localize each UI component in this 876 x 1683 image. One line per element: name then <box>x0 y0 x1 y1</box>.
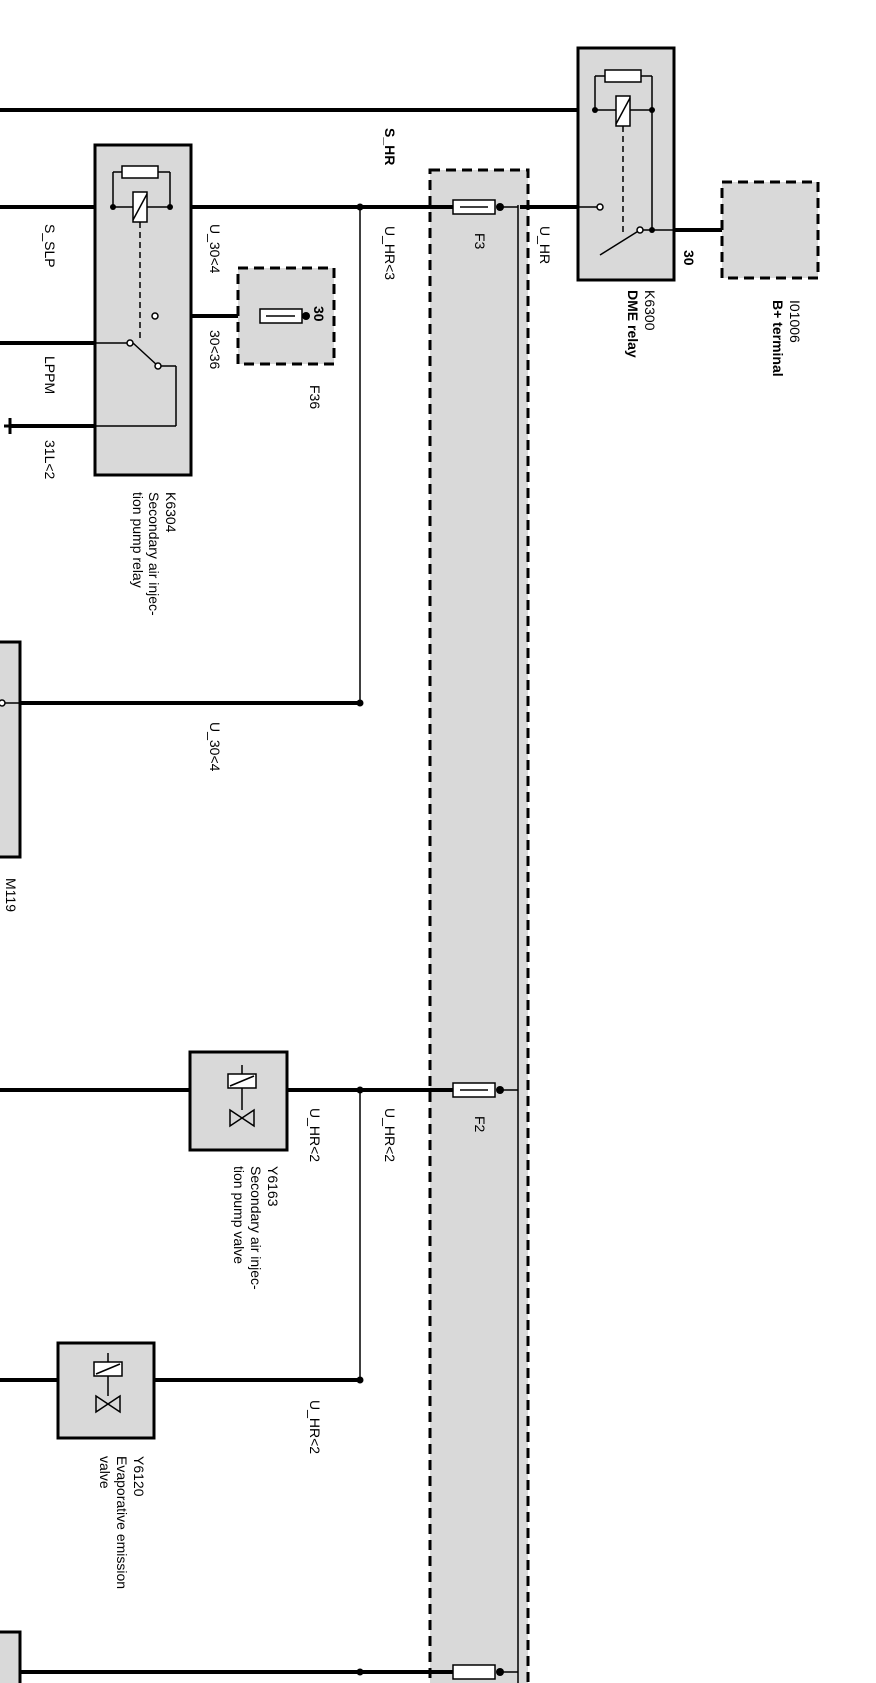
label-u-30-lt4-a: U_30<4 <box>207 224 223 274</box>
m119-id: M119 <box>3 878 19 912</box>
y6163-id: Y6163 <box>265 1166 281 1207</box>
y6120-name-1: Evaporative emission <box>114 1456 130 1589</box>
label-u-hr-lt2-c: U_HR<2 <box>307 1400 323 1454</box>
label-u-30-lt4-b: U_30<4 <box>207 722 223 772</box>
fuse-f36 <box>236 266 336 366</box>
f36-pin: 30 <box>311 306 327 322</box>
k6300-id: K6300 <box>642 290 658 331</box>
label-u-hr-lt3: U_HR<3 <box>382 226 398 280</box>
k6304-id: K6304 <box>163 492 179 533</box>
label-s-slp: S_SLP <box>42 224 58 268</box>
fuse-carrier <box>428 168 530 1683</box>
label-u-hr-lt2-a: U_HR<2 <box>307 1108 323 1162</box>
label-f3: F3 <box>472 233 488 250</box>
label-s-hr: S_HR <box>382 128 398 165</box>
f36-label: F36 <box>307 385 323 409</box>
valve-y6120 <box>56 1341 156 1440</box>
i01006-name: B+ terminal <box>770 300 786 377</box>
component-m119 <box>0 640 22 859</box>
y6163-name-1: Secondary air injec- <box>248 1166 264 1290</box>
label-u-hr-lt2-b: U_HR<2 <box>382 1108 398 1162</box>
relay-k6300 <box>576 46 676 282</box>
y6120-id: Y6120 <box>131 1456 147 1497</box>
component-bottom-partial <box>0 1630 22 1683</box>
label-u-hr-k6300: U_HR <box>537 226 553 264</box>
k6300-pin-30: 30 <box>681 250 697 266</box>
y6120-name-2: valve <box>97 1456 113 1489</box>
b-plus-terminal <box>720 180 820 280</box>
i01006-id: I01006 <box>787 300 803 343</box>
y6163-name-2: tion pump valve <box>231 1166 247 1264</box>
k6304-name-2: tion pump relay <box>130 492 146 588</box>
label-31l-lt2: 31L<2 <box>42 440 58 480</box>
label-30-lt36: 30<36 <box>207 330 223 370</box>
valve-y6163 <box>188 1050 289 1152</box>
label-f2: F2 <box>472 1116 488 1133</box>
ground-31l <box>4 418 12 434</box>
relay-k6304 <box>93 143 193 477</box>
k6304-name-1: Secondary air injec- <box>146 492 162 616</box>
fuse-f2 <box>452 1082 504 1098</box>
label-lppm: LPPM <box>42 356 58 394</box>
k6300-name: DME relay <box>625 290 641 358</box>
